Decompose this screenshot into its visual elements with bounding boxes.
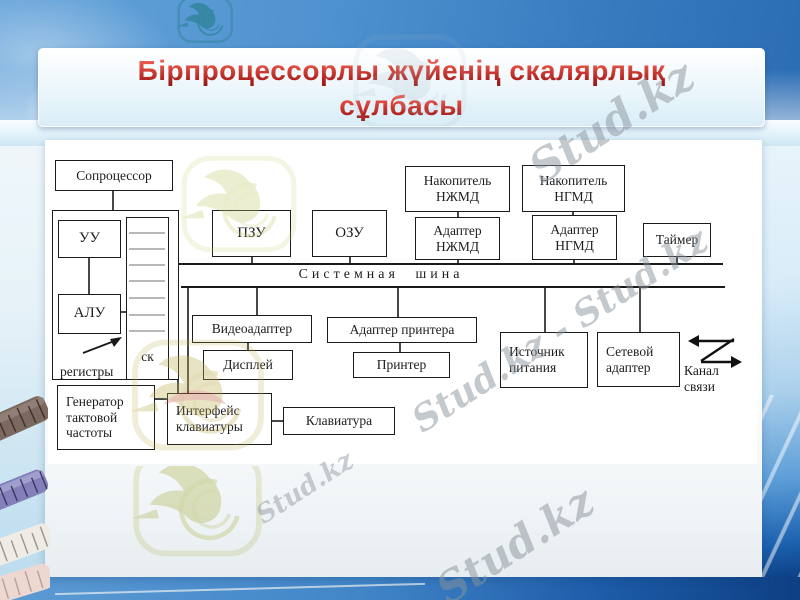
comm-channel-label: Канал связи (684, 363, 719, 395)
node-display: Дисплей (203, 350, 293, 380)
node-register-stack: ск (126, 217, 169, 380)
node-network-adapter: Сетевой адаптер (597, 332, 680, 387)
node-control-unit: УУ (58, 220, 121, 258)
node-hdd-drive: Накопитель НЖМД (405, 166, 510, 212)
node-fdd-drive: Накопитель НГМД (522, 165, 625, 212)
slide-title-line2: сұлбасы (339, 89, 464, 121)
node-printer: Принтер (353, 352, 450, 378)
node-keyboard: Клавиатура (283, 407, 395, 435)
node-keyboard-interface: Интерфейс клавиатуры (167, 393, 272, 445)
right-margin-streaks (756, 395, 800, 577)
node-video-adapter: Видеоадаптер (192, 315, 312, 343)
node-coprocessor: Сопроцессор (55, 160, 173, 191)
title-panel: Бірпроцессорлы жүйенің скалярлық сұлбасы (38, 48, 765, 127)
node-hdd-adapter: Адаптер НЖМД (415, 217, 500, 260)
node-rom: ПЗУ (212, 210, 291, 257)
syringe-needle-image (55, 582, 425, 596)
node-power-supply: Источник питания (500, 332, 588, 388)
system-bus-label: Системная шина (298, 267, 464, 282)
node-timer: Таймер (643, 223, 711, 257)
syringes-image (0, 396, 50, 600)
registers-label: регистры (60, 364, 114, 379)
node-cpu-frame (52, 210, 179, 380)
node-alu: АЛУ (58, 294, 121, 334)
node-fdd-adapter: Адаптер НГМД (532, 215, 617, 260)
node-ram: ОЗУ (312, 210, 387, 257)
bottom-band-background (0, 577, 800, 600)
node-printer-adapter: Адаптер принтера (327, 317, 477, 343)
slide-title-line1: Бірпроцессорлы жүйенің скалярлық (137, 54, 666, 86)
node-clock-generator: Генератор тактовой частоты (57, 385, 155, 450)
